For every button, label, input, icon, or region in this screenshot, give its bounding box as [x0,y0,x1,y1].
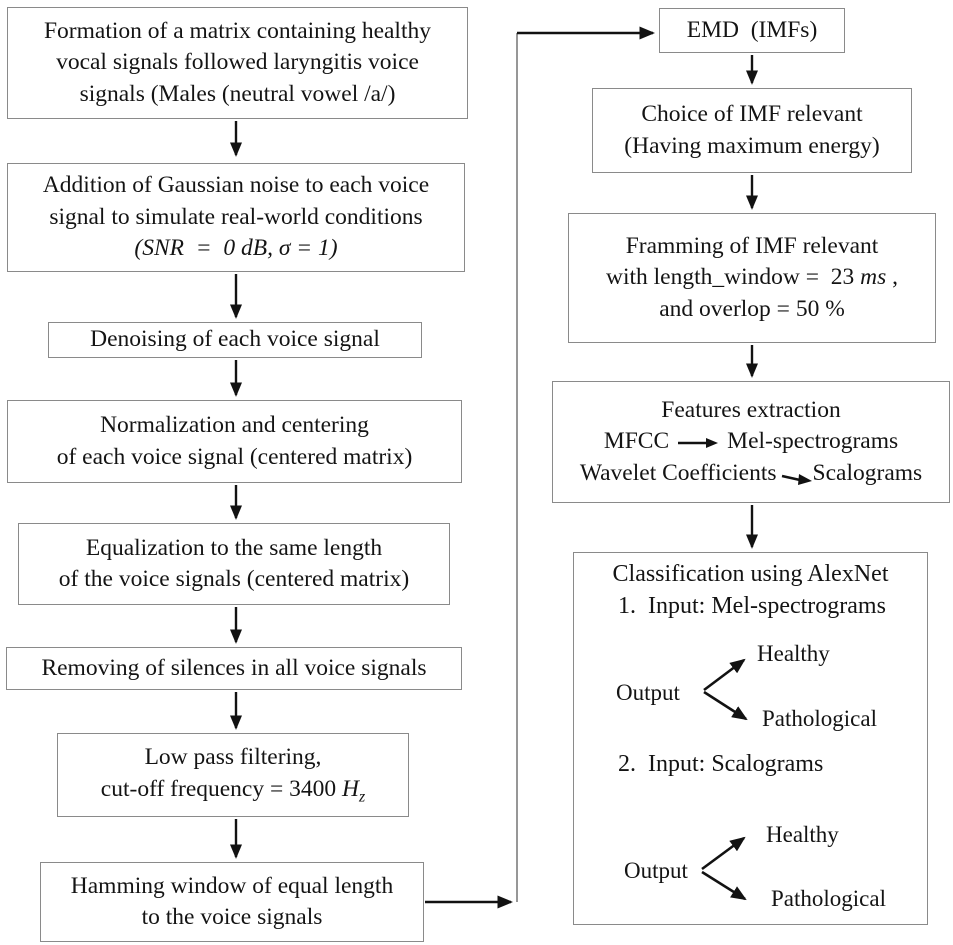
box-denoising: Denoising of each voice signal [48,322,422,358]
box-text-line: (Having maximum energy) [624,132,880,159]
box-text-line: Low pass filtering, [144,744,322,771]
box-equalization: Equalization to the same length of the v… [18,523,450,605]
box-text-line: Features extraction [661,396,841,423]
output-label: Output [624,858,688,883]
box-text-line: Formation of a matrix containing healthy [43,17,431,44]
box-text-line: signals (Males (neutral vowel /a/) [79,80,396,107]
box-text-line: EMD (IMFs) [686,16,818,43]
box-text-line: signal to simulate real-world conditions [49,203,423,230]
box-silence-removal: Removing of silences in all voice signal… [6,647,462,690]
box-text-line: of each voice signal (centered matrix) [56,443,413,470]
box-text-line: Equalization to the same length [85,534,383,561]
down-right-arrow-icon [781,473,812,485]
box-text-line: Normalization and centering [100,412,369,439]
box-matrix-formation: Formation of a matrix containing healthy… [7,7,468,119]
box-framing: Framming of IMF relevant with length_win… [568,213,936,343]
box-lowpass-filter: Low pass filtering, cut-off frequency = … [57,733,409,817]
box-text-line: Choice of IMF relevant [641,101,863,128]
box-text-line: and overlop = 50 % [659,295,845,322]
classification-item-1: 1. Input: Mel-spectrograms [618,593,886,619]
right-arrow-icon [678,438,719,449]
box-text-line: Denoising of each voice signal [90,326,380,353]
box-text-line: Removing of silences in all voice signal… [41,654,427,681]
output-pathological-label: Pathological [762,706,877,731]
box-text-line: Hamming window of equal length [70,872,394,899]
box-text-line: of the voice signals (centered matrix) [58,566,410,592]
classification-title: Classification using AlexNet [612,561,889,587]
box-hamming-window: Hamming window of equal length to the vo… [40,862,424,942]
classification-item-2: 2. Input: Scalograms [618,751,824,777]
box-text-line: to the voice signals [141,904,323,930]
box-text-line: Addition of Gaussian noise to each voice [42,172,430,199]
box-gaussian-noise: Addition of Gaussian noise to each voice… [7,163,465,272]
box-imf-choice: Choice of IMF relevant (Having maximum e… [592,88,912,173]
box-classification-alexnet: Classification using AlexNet 1. Input: M… [573,552,928,925]
output-label: Output [616,680,680,705]
box-normalization: Normalization and centering of each voic… [7,400,462,483]
output-healthy-label: Healthy [766,822,839,847]
math-formula: (SNR = 0 dB, σ = 1) [134,235,338,262]
math-formula: cut-off frequency = 3400 Hz [100,775,366,806]
box-emd: EMD (IMFs) [659,8,845,53]
box-text-line: with length_window = 23 ms , [606,264,898,291]
box-text-line: vocal signals followed laryngitis voice [56,49,419,76]
output-pathological-label: Pathological [771,886,886,911]
output-healthy-label: Healthy [757,641,830,666]
box-text-line: Framming of IMF relevant [625,232,879,259]
